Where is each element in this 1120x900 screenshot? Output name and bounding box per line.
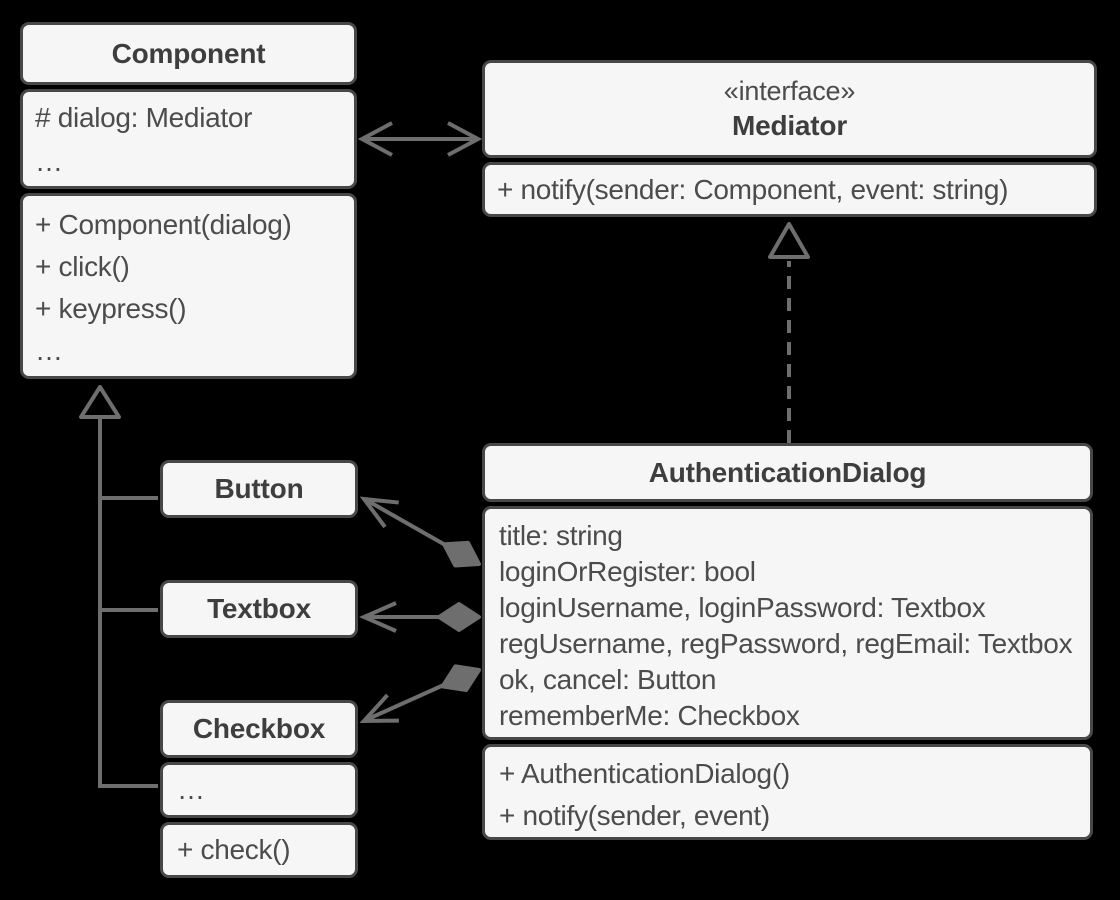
attributes-compartment: # dialog: Mediator … bbox=[20, 89, 357, 189]
class-box-component: Component # dialog: Mediator … + Compone… bbox=[20, 22, 357, 379]
methods-compartment: + AuthenticationDialog() + notify(sender… bbox=[482, 744, 1093, 840]
method-line: + keypress() bbox=[35, 293, 187, 324]
method-line: + check() bbox=[177, 834, 291, 865]
class-title: Textbox bbox=[160, 580, 358, 638]
class-name: Textbox bbox=[207, 593, 311, 624]
open-arrowhead-icon bbox=[359, 601, 397, 633]
attribute-line: # dialog: Mediator bbox=[35, 102, 253, 133]
class-title: AuthenticationDialog bbox=[482, 443, 1093, 502]
class-title: Checkbox bbox=[160, 700, 358, 758]
filled-diamond-icon bbox=[437, 602, 481, 632]
methods-compartment: + notify(sender: Component, event: strin… bbox=[482, 162, 1097, 217]
attribute-line: … bbox=[35, 146, 63, 177]
class-box-textbox: Textbox bbox=[160, 580, 358, 638]
methods-compartment: + Component(dialog) + click() + keypress… bbox=[20, 193, 357, 379]
class-name: Button bbox=[214, 473, 304, 504]
attribute-line: title: string bbox=[499, 520, 623, 551]
open-arrowhead-icon bbox=[359, 693, 399, 724]
class-box-checkbox: Checkbox … + check() bbox=[160, 700, 358, 878]
attribute-line: rememberMe: Checkbox bbox=[499, 700, 800, 731]
stereotype-label: «interface» bbox=[723, 76, 856, 106]
attributes-compartment: title: string loginOrRegister: bool logi… bbox=[482, 506, 1093, 740]
method-line: + notify(sender: Component, event: strin… bbox=[497, 173, 1009, 205]
class-title: «interface» Mediator bbox=[482, 60, 1097, 158]
method-line: … bbox=[35, 335, 63, 366]
class-box-mediator: «interface» Mediator + notify(sender: Co… bbox=[482, 60, 1097, 217]
attribute-line: loginUsername, loginPassword: Textbox bbox=[499, 592, 986, 623]
open-arrowhead-icon bbox=[357, 121, 393, 157]
attribute-line: ok, cancel: Button bbox=[499, 664, 717, 695]
method-line: + notify(sender, event) bbox=[499, 800, 770, 831]
class-name: Checkbox bbox=[192, 713, 326, 744]
class-box-authentication-dialog: AuthenticationDialog title: string login… bbox=[482, 443, 1093, 840]
attribute-line: regUsername, regPassword, regEmail: Text… bbox=[499, 628, 1073, 659]
association-component-mediator bbox=[357, 121, 483, 157]
methods-compartment: + check() bbox=[160, 822, 358, 878]
class-title: Component bbox=[20, 22, 357, 85]
filled-diamond-icon bbox=[442, 540, 481, 568]
class-name: AuthenticationDialog bbox=[648, 456, 927, 488]
composition-authdialog-button bbox=[359, 496, 481, 568]
attribute-line: … bbox=[177, 774, 205, 805]
class-name: Component bbox=[111, 37, 266, 69]
class-title: Button bbox=[160, 460, 358, 518]
realization-authdialog-mediator bbox=[768, 222, 810, 443]
attribute-line: loginOrRegister: bool bbox=[499, 556, 756, 587]
open-arrowhead-icon bbox=[359, 496, 399, 529]
class-box-button: Button bbox=[160, 460, 358, 518]
composition-authdialog-checkbox bbox=[359, 664, 481, 724]
method-line: + click() bbox=[35, 251, 130, 282]
method-line: + AuthenticationDialog() bbox=[499, 758, 790, 789]
filled-diamond-icon bbox=[440, 664, 481, 693]
attributes-compartment: … bbox=[160, 762, 358, 818]
method-line: + Component(dialog) bbox=[35, 209, 292, 240]
open-arrowhead-icon bbox=[447, 121, 483, 157]
composition-authdialog-textbox bbox=[359, 601, 481, 633]
inheritance-tree-component bbox=[79, 385, 158, 788]
class-name: Mediator bbox=[731, 110, 848, 141]
hollow-triangle-icon bbox=[79, 385, 121, 419]
hollow-triangle-icon bbox=[768, 222, 810, 259]
